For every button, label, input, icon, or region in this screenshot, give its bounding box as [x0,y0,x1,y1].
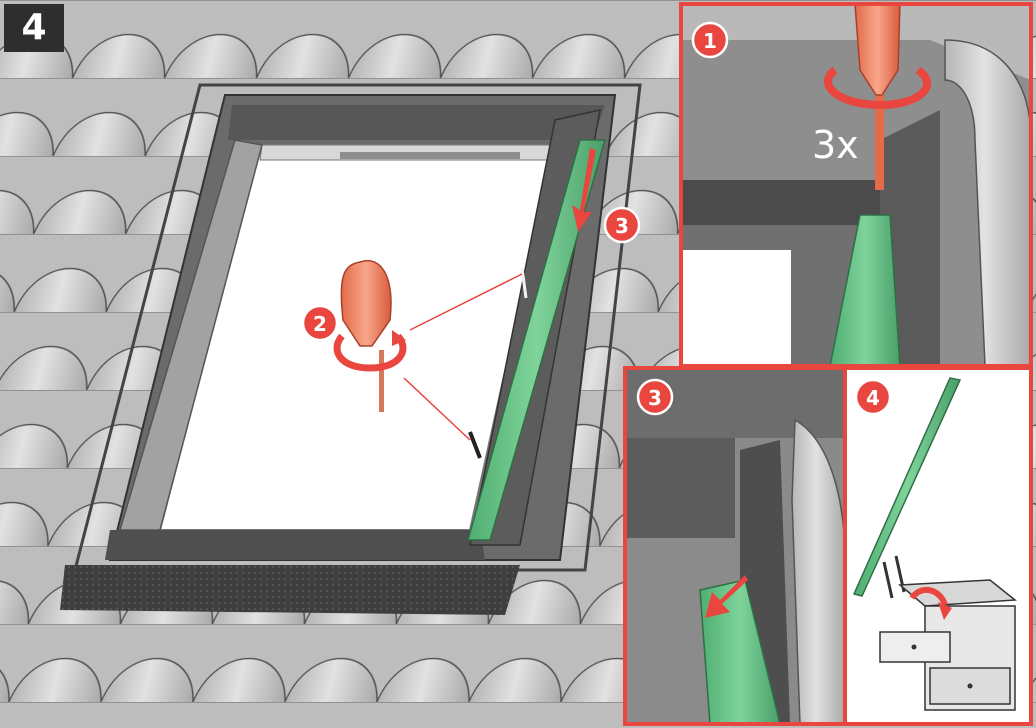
bottom-frame [105,530,485,560]
badge-3-detail-label: 3 [648,386,662,410]
step-number-label: 4 [4,4,64,52]
badge-2: 2 [303,306,337,340]
repeat-count-label: 3x [812,123,859,167]
detail-panel-1: 1 3x [681,4,1031,366]
badge-4: 4 [856,380,890,414]
badge-2-label: 2 [313,312,327,336]
badge-1-label: 1 [703,29,717,53]
screwdriver-shaft [379,350,384,412]
ventilation-handle [340,152,520,159]
badge-3-main-label: 3 [615,214,629,238]
badge-4-label: 4 [866,386,880,410]
bottom-apron-flashing [60,565,520,615]
badge-3-detail: 3 [638,380,672,414]
badge-1: 1 [693,23,727,57]
top-flashing [228,105,605,140]
detail-panel-4: 4 [845,368,1031,724]
badge-3-main: 3 [605,208,639,242]
detail-panel-3: 3 [625,368,845,724]
